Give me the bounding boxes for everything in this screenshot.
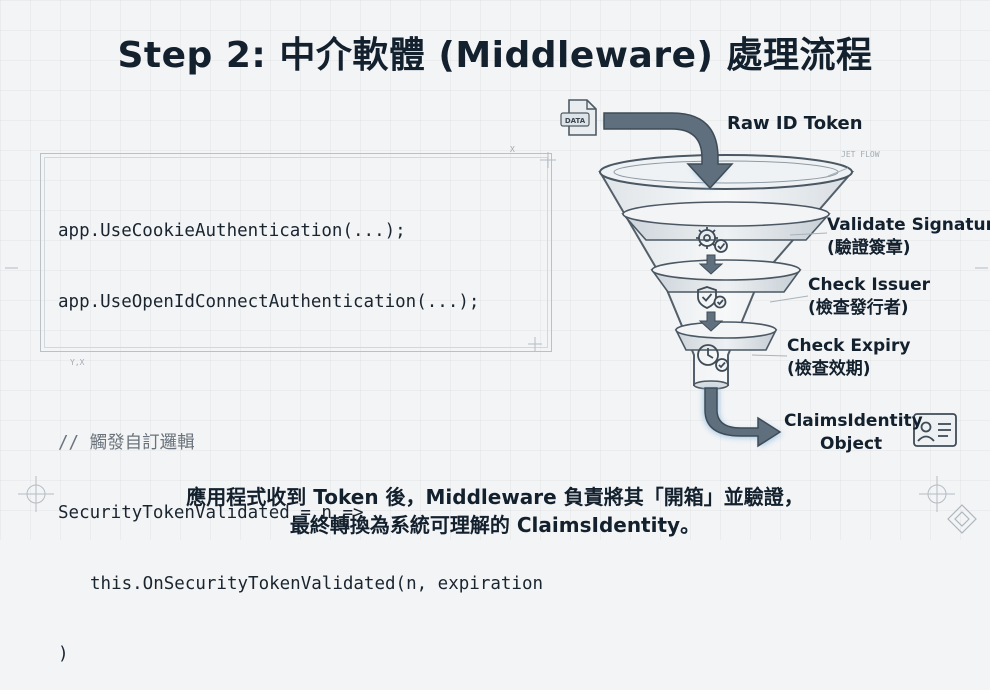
code-line: app.UseOpenIdConnectAuthentication(...); <box>58 291 480 312</box>
code-line: app.UseCookieAuthentication(...); <box>58 221 406 241</box>
axis-mark: Y,X <box>70 358 85 367</box>
data-document-icon <box>560 99 597 136</box>
code-panel <box>40 153 552 352</box>
funnel <box>598 154 855 390</box>
diagram-watermark: JET FLOW <box>841 150 880 159</box>
output-label: Object <box>820 434 883 454</box>
output-label: ClaimsIdentity <box>784 411 923 431</box>
step-title: Check Issuer <box>808 275 930 295</box>
data-icon-label: DATA <box>565 117 586 125</box>
leader-lines <box>751 167 849 357</box>
id-card-icon <box>913 413 957 447</box>
crosshair-marks <box>5 152 988 512</box>
shield-check-icon <box>697 286 727 309</box>
step-title: Check Expiry <box>787 336 911 356</box>
stage-arrows <box>698 254 724 332</box>
step-subtitle: (檢查發行者) <box>808 298 909 318</box>
middleware-funnel-diagram: DATA <box>5 99 988 534</box>
corner-logo-icon <box>947 504 977 534</box>
output-arrow <box>703 387 782 448</box>
code-line: SecurityTokenValidated = n => <box>58 503 364 523</box>
code-comment: // 觸發自訂邏輯 <box>58 432 195 453</box>
code-line: this.OnSecurityTokenValidated(n, expirat… <box>90 573 544 594</box>
code-line: ) <box>58 644 69 664</box>
step-title: Validate Signature <box>827 215 990 235</box>
caption-line: 最終轉換為系統可理解的 ClaimsIdentity。 <box>289 513 701 537</box>
background-grid <box>0 0 990 540</box>
caption-line: 應用程式收到 Token 後，Middleware 負責將其「開箱」並驗證， <box>186 485 804 509</box>
axis-mark: X <box>510 145 515 154</box>
gear-check-icon <box>696 227 728 253</box>
step-subtitle: (驗證簽章) <box>827 238 911 258</box>
page-title: Step 2: 中介軟體 (Middleware) 處理流程 <box>117 35 873 76</box>
input-arrow <box>603 112 734 190</box>
clock-check-icon <box>697 344 729 372</box>
input-label: Raw ID Token <box>727 113 863 134</box>
step-subtitle: (檢查效期) <box>787 359 871 379</box>
